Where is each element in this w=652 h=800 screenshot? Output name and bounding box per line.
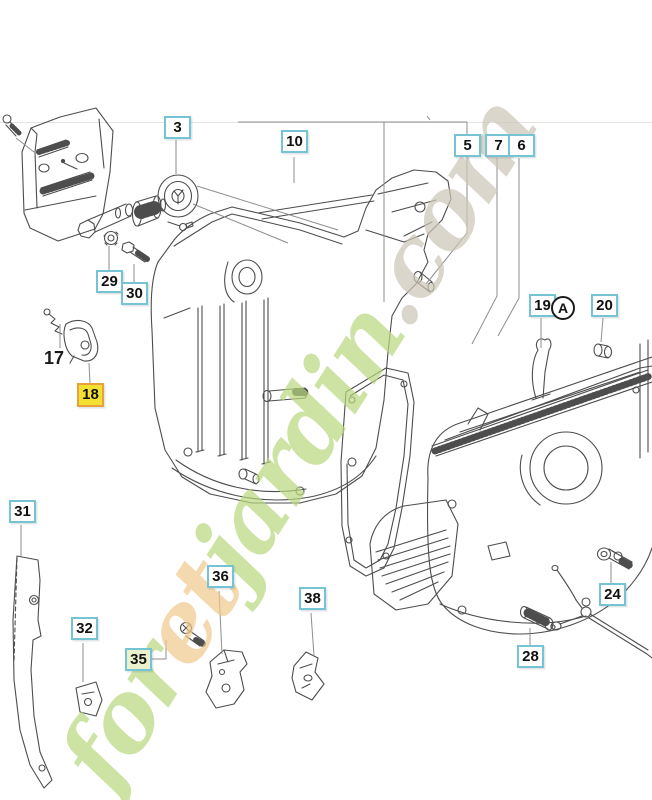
part-label-5[interactable]: 5: [454, 134, 481, 157]
clutch-drum-drawing: [157, 174, 199, 232]
part-label-32[interactable]: 32: [71, 617, 98, 640]
part-label-35[interactable]: 35: [125, 648, 152, 671]
part-label-38[interactable]: 38: [299, 587, 326, 610]
chain-brake-band-drawing: [43, 308, 99, 364]
part-label-31[interactable]: 31: [9, 500, 36, 523]
part-label-17[interactable]: 17: [44, 348, 65, 368]
part-label-10[interactable]: 10: [281, 130, 308, 153]
corner-screw-drawing: [2, 114, 22, 137]
bottom-parts-drawing: [12, 555, 325, 789]
right-side-fasteners-drawing: [519, 338, 652, 659]
part-label-30[interactable]: 30: [121, 282, 148, 305]
part-label-3[interactable]: 3: [164, 116, 191, 139]
chain-guard-plate-drawing: [21, 107, 114, 242]
fasteners-left-drawing: [77, 195, 167, 263]
crankcase-gasket-drawing: [340, 367, 415, 577]
part-label-19[interactable]: 19: [529, 294, 556, 317]
leader-lines: [15, 115, 612, 682]
part-label-6[interactable]: 6: [508, 134, 535, 157]
part-label-28[interactable]: 28: [517, 645, 544, 668]
part-label-20[interactable]: 20: [591, 294, 618, 317]
part-label-36[interactable]: 36: [207, 565, 234, 588]
assembly-ref-A: A: [551, 296, 575, 320]
part-label-18[interactable]: 18: [77, 383, 104, 407]
left-crankcase-half-drawing: [150, 169, 452, 504]
part-label-24[interactable]: 24: [599, 583, 626, 606]
part-label-29[interactable]: 29: [96, 270, 123, 293]
right-crankcase-half-drawing: [369, 339, 652, 635]
